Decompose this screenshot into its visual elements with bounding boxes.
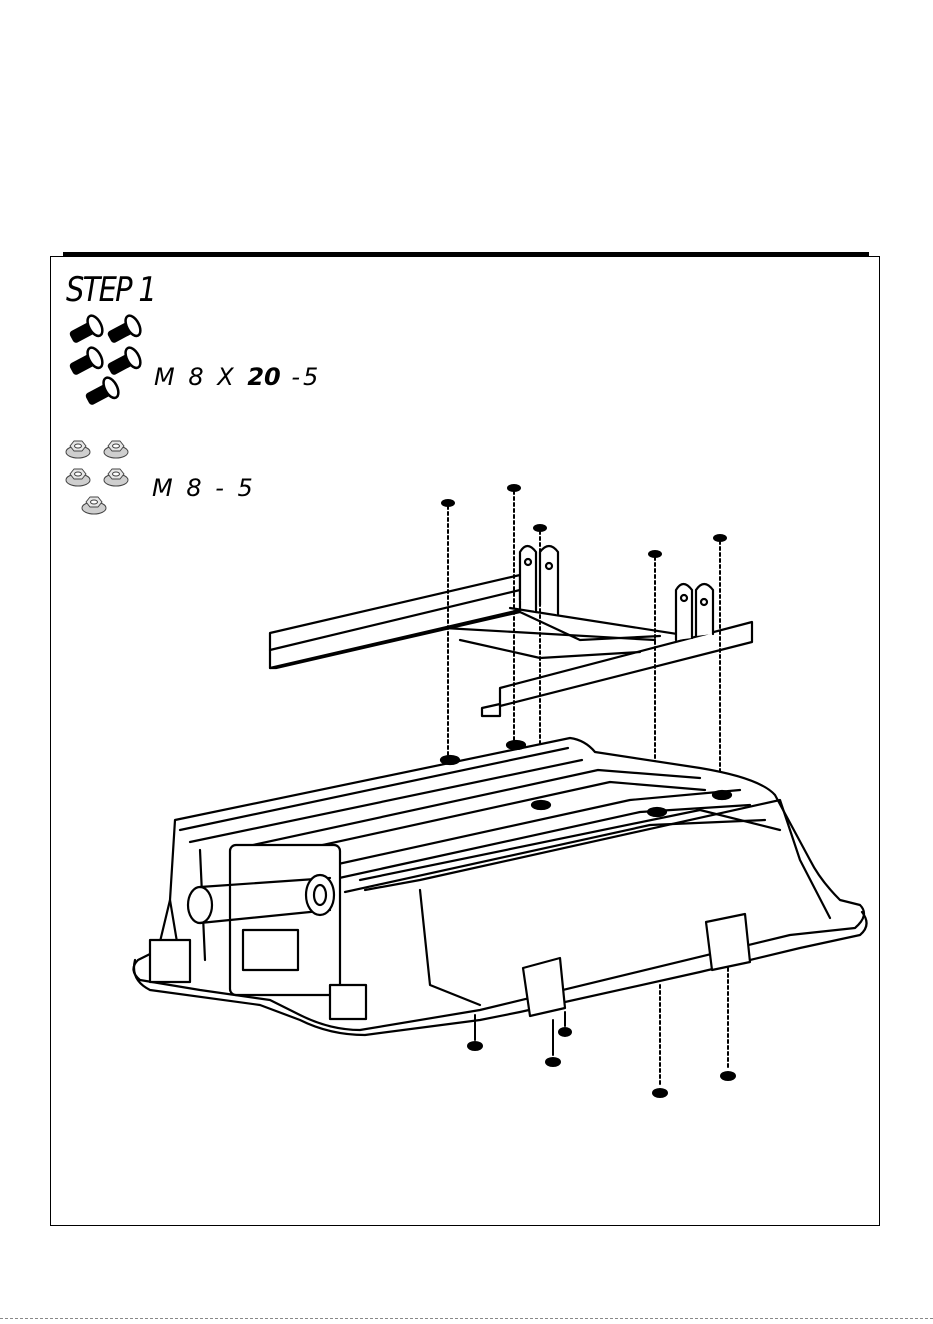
bolt-icon [67, 345, 106, 379]
flange-nut-icon [104, 441, 128, 458]
bottom-screw [721, 968, 735, 1080]
bolt-icon [105, 313, 144, 347]
bolt-icon [105, 345, 144, 379]
bolt-parts-group [67, 313, 144, 409]
bolt-icon [83, 375, 122, 409]
battery-housing [133, 738, 866, 1035]
flange-nut-icon [66, 441, 90, 458]
bottom-screw [653, 985, 667, 1097]
bolt-icon [67, 313, 106, 347]
flange-nut-icon [82, 497, 106, 514]
nut-parts-group [66, 441, 128, 514]
mounting-bracket [270, 546, 752, 716]
bottom-screw [559, 1012, 571, 1036]
flange-nut-icon [104, 469, 128, 486]
top-bolt [714, 535, 726, 795]
bottom-screw [546, 1020, 560, 1066]
page-bottom-edge [0, 1318, 933, 1319]
flange-nut-icon [66, 469, 90, 486]
